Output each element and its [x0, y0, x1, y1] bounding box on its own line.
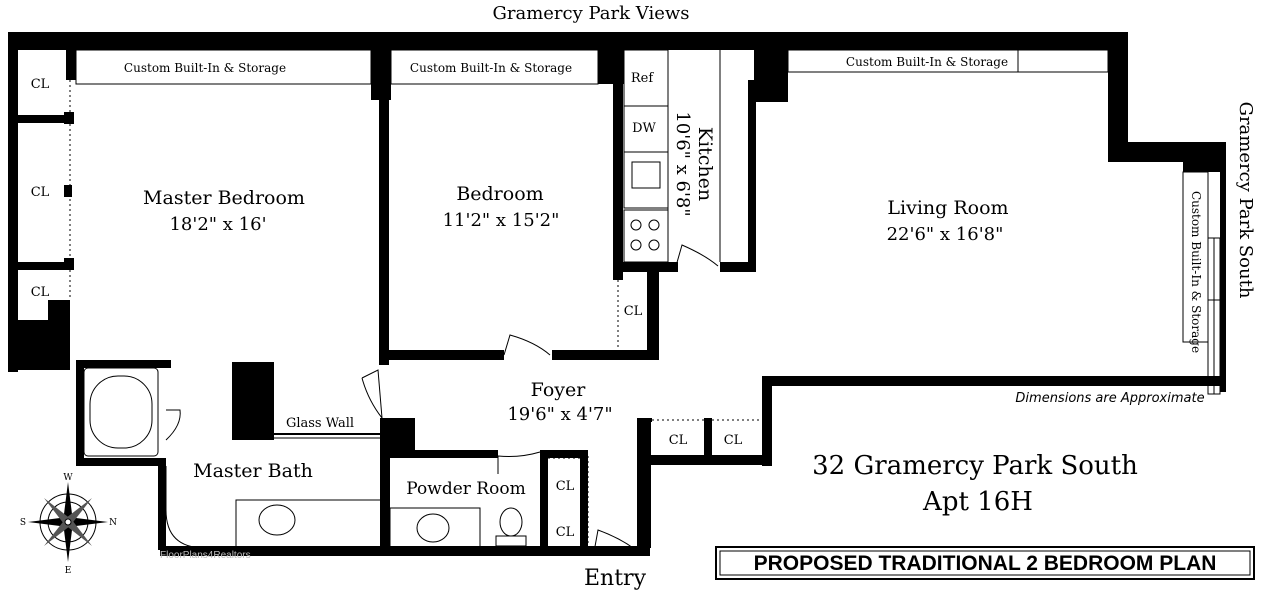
compass-w: W	[63, 473, 73, 483]
wall-mbr-column	[232, 362, 274, 440]
views-right-label: Gramercy Park South	[1235, 102, 1256, 299]
compass-s: S	[20, 518, 26, 528]
bedroom-name: Bedroom	[456, 183, 543, 205]
wall-pr-left	[380, 450, 390, 550]
wall-pr-top	[380, 450, 498, 458]
wall-cl2-post	[64, 185, 72, 197]
wall-left	[8, 32, 18, 372]
compass-icon: W E S N	[20, 473, 117, 576]
wall-kitchen-right	[720, 262, 755, 272]
closet-label-foyer-2: CL	[724, 433, 743, 448]
wall-bed-right	[598, 32, 624, 84]
wall-bottom	[160, 546, 650, 556]
wall-bath-left	[76, 362, 84, 464]
closet-label-pr-1: CL	[556, 479, 575, 494]
wall-cl1-bottom	[8, 115, 70, 123]
wall-cl-top	[640, 418, 652, 422]
views-top-label: Gramercy Park Views	[492, 3, 689, 24]
wall-right	[1183, 142, 1223, 172]
glass-wall-label: Glass Wall	[286, 416, 354, 431]
wall-bath-bottom	[76, 458, 166, 466]
closet-label-1: CL	[31, 77, 50, 92]
wall-left-bottom	[8, 320, 70, 370]
wall-cl2-bottom	[8, 262, 70, 270]
labels: Gramercy Park Views Gramercy Park South …	[31, 3, 1256, 591]
wall-entry-right	[637, 418, 651, 548]
address-line-2: Apt 16H	[922, 487, 1033, 517]
master-bedroom-name: Master Bedroom	[143, 187, 305, 209]
wall-cl-right	[762, 376, 772, 466]
wall-bath-lower-left	[158, 458, 166, 550]
storage-label-right: Custom Built-In & Storage	[1189, 191, 1203, 353]
storage-label-living: Custom Built-In & Storage	[846, 55, 1008, 69]
wall-pr-right	[540, 450, 548, 550]
wall-bed-bottom-left	[389, 350, 504, 360]
fixtures	[83, 367, 527, 549]
door-swings	[165, 244, 719, 553]
wall-kitchen-right-pole	[748, 80, 756, 272]
closet-label-3: CL	[31, 285, 50, 300]
wall-cl-mid	[704, 418, 712, 460]
living-room-name: Living Room	[887, 197, 1008, 219]
wall-mbr-right-lower	[379, 95, 389, 365]
dw-label: DW	[632, 121, 656, 136]
closet-label-foyer-1: CL	[669, 433, 688, 448]
compass-n: N	[109, 518, 117, 528]
wall-cl1-right	[66, 50, 76, 80]
closet-label-bed: CL	[624, 304, 643, 319]
kitchen-name: Kitchen	[694, 127, 716, 201]
dimensions-note: Dimensions are Approximate	[1015, 391, 1204, 406]
wall-mbr-right	[371, 32, 391, 100]
powder-room-name: Powder Room	[406, 479, 525, 499]
interior-walls	[8, 32, 1128, 550]
wall-lr-left-post	[1108, 32, 1128, 162]
storage-label-bed: Custom Built-In & Storage	[410, 61, 572, 75]
built-ins	[75, 49, 1209, 343]
wall-cl3-post	[64, 258, 74, 270]
credit-label: FloorPlans4Realtors	[160, 550, 251, 561]
wall-pr-cl-r	[580, 450, 588, 550]
wall-pr-cl-top	[540, 450, 587, 458]
windows	[77, 33, 1221, 395]
wall-bath-top	[76, 360, 171, 368]
wall-cl1-post	[64, 112, 74, 124]
wall-cl-b	[618, 350, 659, 360]
foyer-name: Foyer	[531, 379, 587, 401]
foyer-dim: 19'6" x 4'7"	[507, 404, 612, 425]
plan-title-box: PROPOSED TRADITIONAL 2 BEDROOM PLAN	[715, 546, 1255, 580]
master-bath-name: Master Bath	[193, 460, 313, 482]
wall-right-lower	[1220, 142, 1226, 392]
master-bedroom-dim: 18'2" x 16'	[169, 214, 266, 235]
plan-title: PROPOSED TRADITIONAL 2 BEDROOM PLAN	[754, 552, 1217, 575]
bedroom-dim: 11'2" x 15'2"	[443, 210, 560, 231]
wall-living-bottom	[762, 376, 1226, 386]
entry-name: Entry	[584, 566, 647, 591]
storage-label-mbr: Custom Built-In & Storage	[124, 61, 286, 75]
wall-bed-bottom-right	[552, 350, 618, 360]
wall-kitchen-bottom	[613, 262, 678, 272]
living-room-dim: 22'6" x 16'8"	[887, 224, 1004, 245]
kitchen-appliances	[623, 49, 721, 263]
wall-foyer-post	[380, 418, 415, 454]
kitchen-dim: 10'6" x 6'8"	[672, 111, 693, 216]
closet-label-2: CL	[31, 185, 50, 200]
wall-kitchen-right-post	[754, 32, 788, 102]
ref-label: Ref	[631, 71, 654, 86]
wall-bed-right-lower	[613, 80, 623, 280]
address-line-1: 32 Gramercy Park South	[812, 451, 1138, 481]
closet-label-pr-2: CL	[556, 525, 575, 540]
wall-cl-left-bot	[48, 300, 70, 325]
wall-cl-r	[647, 272, 659, 360]
compass-e: E	[65, 566, 72, 576]
